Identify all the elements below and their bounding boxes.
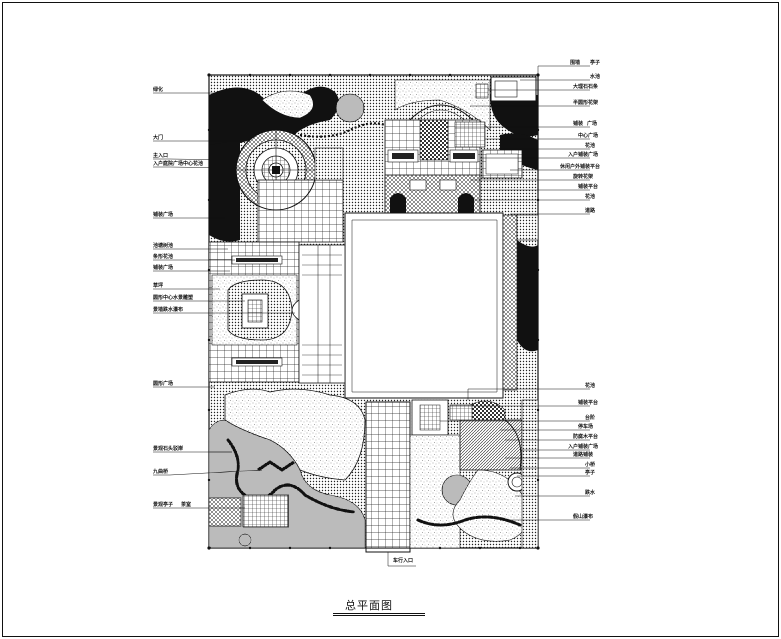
flower-bed-dark (453, 153, 475, 159)
tree (238, 533, 252, 547)
parking-driveway (365, 401, 411, 549)
label-main-gate: 大门 (153, 135, 164, 141)
stepping-path (299, 122, 386, 138)
label-small-bridge: 小桥 (585, 462, 596, 468)
road-right (502, 214, 518, 391)
terrace-rail (317, 245, 331, 383)
label-paving: 铺装 (573, 121, 584, 127)
leader-lines-left (153, 92, 295, 509)
label-paved-plaza: 铺装广场 (153, 212, 174, 218)
label-landscape-pavilion: 景观亭子 (153, 502, 174, 508)
small-pavilion-inner (511, 476, 523, 488)
central-plaza-inner (419, 119, 449, 161)
terrace-step-lines (302, 254, 342, 376)
label-wall: 围墙 (570, 60, 581, 66)
label-marble-strip: 大理石石条 (573, 84, 599, 90)
label-flower-bed: 花池 (585, 143, 596, 149)
paved-deck-lower (409, 434, 461, 549)
planting-mass (490, 95, 538, 137)
semicircle-pergola-area (394, 79, 491, 131)
flower-bed-dark (392, 153, 414, 159)
wood-deck (459, 419, 523, 471)
building-inner-wall (351, 219, 498, 393)
boundary-posts (207, 73, 540, 550)
paved-strip (314, 147, 344, 181)
planting-mass (209, 140, 240, 242)
label-courtyard-flowerbed: 入户庭院广场中心花池 (153, 161, 204, 167)
label-central-plaza: 中心广场 (578, 133, 599, 139)
drawing-title: 总平面图 (345, 599, 393, 612)
label-paved-plaza-2: 铺装广场 (153, 265, 174, 271)
label-main-entrance: 主入口 (153, 153, 169, 159)
label-round-plaza: 圆形广场 (153, 381, 174, 387)
label-pool: 水池 (590, 74, 601, 80)
entry-box (439, 179, 457, 191)
lawn-area (261, 90, 314, 119)
label-rockery-waterfall: 假山瀑布 (573, 514, 594, 520)
label-flower-bed-3: 花池 (585, 383, 596, 389)
paved-platform (449, 404, 473, 421)
label-leisure-deck: 休闲户外铺装平台 (560, 164, 601, 170)
terrace-steps (298, 244, 346, 384)
label-pond-tree-pit: 池塘树池 (153, 243, 174, 249)
label-paved-platform-2: 铺装平台 (578, 400, 599, 406)
paved-strip-right (516, 214, 539, 241)
label-paved-platform: 铺装平台 (578, 184, 599, 190)
label-road-paving: 道路铺装 (573, 452, 594, 458)
tea-room (208, 497, 242, 527)
label-wood-deck: 防腐木平台 (573, 434, 599, 440)
label-parking: 停车场 (578, 424, 594, 430)
leisure-deck-inner (485, 153, 519, 175)
paved-square (454, 121, 486, 148)
title-underline-2 (333, 615, 425, 616)
zigzag-bridge (257, 460, 295, 472)
strip-planter-fill (236, 258, 278, 262)
label-vehicle-entrance: 车行入口 (393, 558, 414, 564)
tree-canopy (335, 93, 365, 123)
landscape-pavilion (242, 494, 289, 528)
label-road: 道路 (585, 208, 596, 214)
marble-strip (475, 83, 489, 99)
strip-planter-fill (236, 360, 278, 364)
label-entry-paved-plaza-2: 入户铺装广场 (568, 444, 599, 450)
label-pavilion: 亭子 (590, 60, 601, 66)
arch-right (458, 193, 474, 213)
label-strip-planter: 条形花池 (153, 254, 174, 260)
paved-plaza (257, 179, 344, 243)
leader-lines-right (387, 65, 590, 567)
arch-left (390, 193, 406, 213)
label-cascade: 跌水 (585, 490, 596, 496)
stepping-stones (416, 515, 522, 527)
label-rotating-pergola: 旋转花架 (573, 174, 594, 180)
entry-box (409, 179, 427, 191)
label-water-sculpture: 圆形中心水景雕塑 (153, 295, 194, 301)
semicircle-pergola (404, 104, 479, 126)
label-zigzag-bridge: 九曲桥 (153, 469, 169, 475)
label-plaza: 广场 (587, 121, 598, 127)
label-pavilion-2: 亭子 (585, 470, 596, 476)
label-entry-paved-plaza: 入户铺装广场 (568, 152, 599, 158)
water-pool (494, 80, 518, 98)
label-greenery: 绿化 (153, 87, 164, 93)
steps-lower-inner (419, 404, 441, 431)
label-steps: 台阶 (585, 415, 596, 421)
label-flower-bed-2: 花池 (585, 194, 596, 200)
label-lawn: 草坪 (153, 283, 164, 289)
label-semicircle-pergola: 半圆形花架 (573, 100, 599, 106)
label-cascade-wall: 景墙跌水瀑布 (153, 307, 184, 313)
building-footprint (344, 212, 504, 399)
water-feature-core (247, 299, 263, 323)
right-dots-strip (521, 399, 539, 549)
label-tea-room: 茶室 (181, 502, 192, 508)
label-stone-revetment: 景观石头驳岸 (153, 446, 184, 452)
title-underline (333, 613, 425, 614)
planting-mass (517, 240, 538, 352)
